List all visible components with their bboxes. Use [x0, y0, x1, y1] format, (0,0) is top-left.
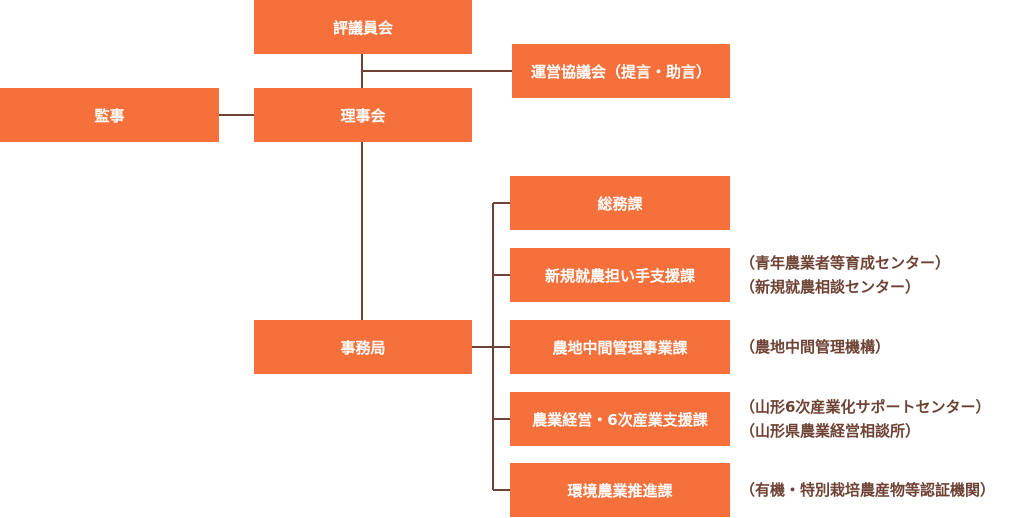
node-kankyo: 環境農業推進課 [510, 463, 730, 517]
node-jimukyoku: 事務局 [254, 320, 472, 374]
note-shinki-line-1: （青年農業者等育成センター） [740, 254, 951, 272]
node-uneikyogikai: 運営協議会（提言・助言） [512, 44, 730, 98]
note-nochi-line-1: （農地中間管理機構） [740, 338, 891, 356]
node-keiei: 農業経営・6次産業支援課 [510, 392, 730, 446]
node-kanji: 監事 [0, 88, 219, 142]
note-shinki: （青年農業者等育成センター） （新規就農相談センター） [740, 251, 950, 299]
node-hyogiinkai: 評議員会 [254, 0, 472, 54]
note-shinki-line-2: （新規就農相談センター） [740, 278, 921, 296]
node-nochi: 農地中間管理事業課 [510, 320, 730, 374]
note-keiei-line-2: （山形県農業経営相談所） [740, 422, 921, 440]
note-kankyo-line-1: （有機・特別栽培農産物等認証機関） [740, 481, 996, 499]
note-keiei: （山形6次産業化サポートセンター） （山形県農業経営相談所） [740, 395, 990, 443]
node-rijikai: 理事会 [254, 88, 472, 142]
node-shinki: 新規就農担い手支援課 [510, 248, 730, 302]
node-somuka: 総務課 [510, 176, 730, 230]
note-nochi: （農地中間管理機構） [740, 335, 890, 359]
note-kankyo: （有機・特別栽培農産物等認証機関） [740, 478, 995, 502]
note-keiei-line-1: （山形6次産業化サポートセンター） [740, 398, 991, 416]
